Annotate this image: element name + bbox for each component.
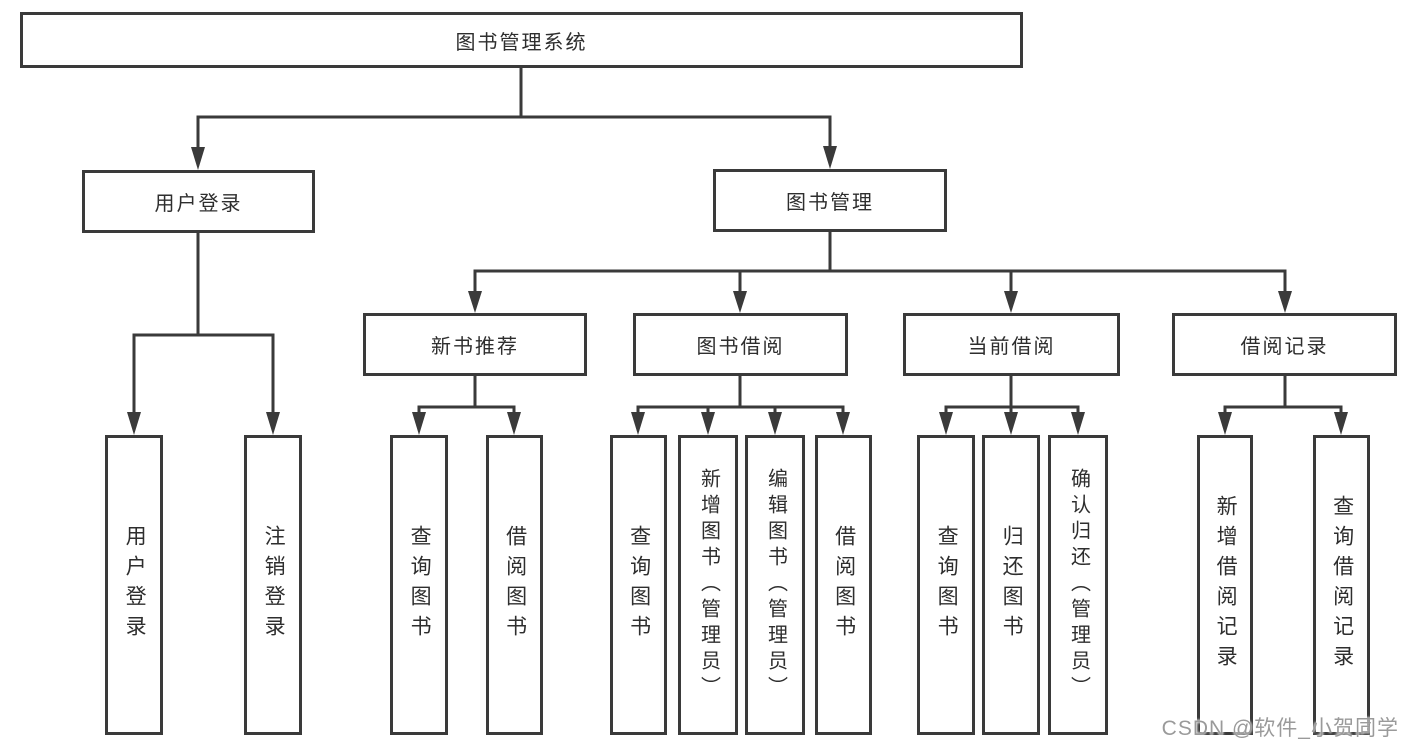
leaf-confirm-return-admin: 确认归还（管理员） xyxy=(1048,435,1108,735)
node-borrow-records: 借阅记录 xyxy=(1172,313,1397,376)
leaf-borrow-books: 借阅图书 xyxy=(815,435,872,735)
edge-root-to-level2 xyxy=(196,66,832,150)
node-book-borrow: 图书借阅 xyxy=(633,313,848,376)
edge-current-borrow-to-leaves xyxy=(944,374,1080,416)
leaf-add-books-admin: 新增图书（管理员） xyxy=(678,435,738,735)
leaf-add-borrow-record: 新增借阅记录 xyxy=(1197,435,1253,735)
leaf-query-books-current: 查询图书 xyxy=(917,435,975,735)
node-root: 图书管理系统 xyxy=(20,12,1023,68)
edge-new-book-to-leaves xyxy=(417,374,516,416)
node-book-management: 图书管理 xyxy=(713,169,947,232)
node-user-login: 用户登录 xyxy=(82,170,315,233)
leaf-edit-books-admin: 编辑图书（管理员） xyxy=(745,435,805,735)
arrowheads xyxy=(127,146,1348,435)
node-current-borrow: 当前借阅 xyxy=(903,313,1120,376)
edge-borrow-record-to-leaves xyxy=(1223,374,1343,416)
csdn-watermark: CSDN @软件_小贺同学 xyxy=(1161,717,1399,740)
leaf-borrow-books-recommend: 借阅图书 xyxy=(486,435,543,735)
leaf-query-borrow-record: 查询借阅记录 xyxy=(1313,435,1370,735)
leaf-return-books: 归还图书 xyxy=(982,435,1040,735)
leaf-query-books-recommend: 查询图书 xyxy=(390,435,448,735)
edge-user-login-to-leaves xyxy=(132,231,275,416)
leaf-user-login: 用户登录 xyxy=(105,435,163,735)
node-new-book-recommend: 新书推荐 xyxy=(363,313,587,376)
edge-book-borrow-to-leaves xyxy=(636,374,845,416)
leaf-logout: 注销登录 xyxy=(244,435,302,735)
edge-book-management-to-level3 xyxy=(473,230,1287,294)
leaf-query-books-borrow: 查询图书 xyxy=(610,435,667,735)
